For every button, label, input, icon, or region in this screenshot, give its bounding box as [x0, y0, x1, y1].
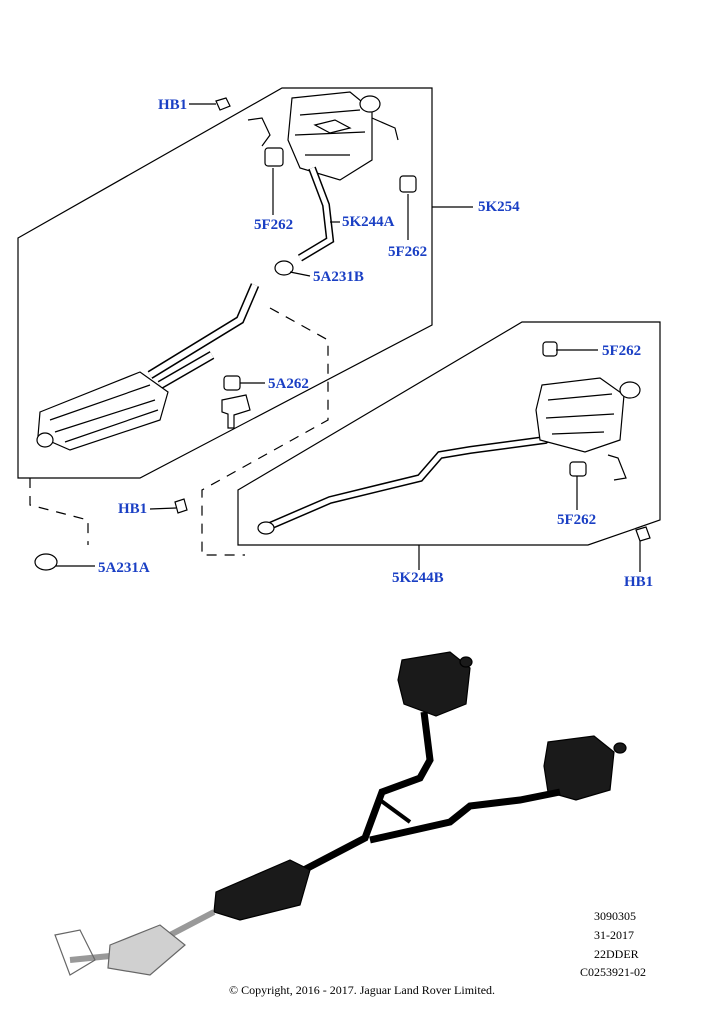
bracket-5a262: [221, 394, 251, 429]
isolator-5f262-rt-top: [542, 341, 558, 357]
callout-5k244b: 5K244B: [392, 570, 444, 586]
bracket-right: [607, 454, 627, 481]
bolt-hb1-top: [215, 97, 231, 111]
dashed-link-mid: [201, 307, 329, 556]
clamp-5a231a: [34, 553, 58, 571]
callout-5k254: 5K254: [478, 199, 520, 215]
isolator-5f262-mid: [399, 175, 417, 193]
callout-5k244a: 5K244A: [342, 214, 395, 230]
isolator-5a262: [223, 375, 241, 391]
clamp-5a231b: [274, 260, 294, 276]
callout-5f262-mid: 5F262: [388, 244, 428, 260]
rear-muffler-right-bottom: [535, 377, 641, 453]
callout-hb1-mid: HB1: [118, 501, 148, 517]
callout-5a231a: 5A231A: [98, 560, 150, 576]
callout-5f262-left: 5F262: [254, 217, 294, 233]
callout-5f262-right-bottom: 5F262: [557, 512, 597, 528]
reference-drawing-id: C0253921-02: [580, 965, 646, 979]
callout-5a231b: 5A231B: [313, 269, 364, 285]
bracket-left: [247, 117, 271, 147]
isolator-5f262-rt-bot: [569, 461, 587, 477]
reference-code: 22DDER: [594, 947, 639, 961]
callout-hb1-right: HB1: [624, 574, 654, 590]
rear-muffler-right-top: [287, 91, 399, 181]
copyright-notice: © Copyright, 2016 - 2017. Jaguar Land Ro…: [228, 983, 496, 997]
bolt-hb1-right: [635, 526, 651, 542]
reference-number: 3090305: [594, 909, 636, 923]
group-5k244b-outline: [237, 321, 661, 546]
group-5k254-outline: [17, 87, 433, 479]
reference-date: 31-2017: [594, 928, 634, 942]
bolt-hb1-mid: [174, 498, 188, 514]
isolator-5f262-left: [264, 147, 284, 167]
front-muffler-left: [36, 371, 169, 451]
complete-exhaust-assembly: [54, 651, 627, 976]
callout-hb1-top: HB1: [158, 97, 188, 113]
dashed-link-left: [29, 478, 89, 545]
callout-5f262-right-top: 5F262: [602, 343, 642, 359]
callout-5a262: 5A262: [268, 376, 309, 392]
